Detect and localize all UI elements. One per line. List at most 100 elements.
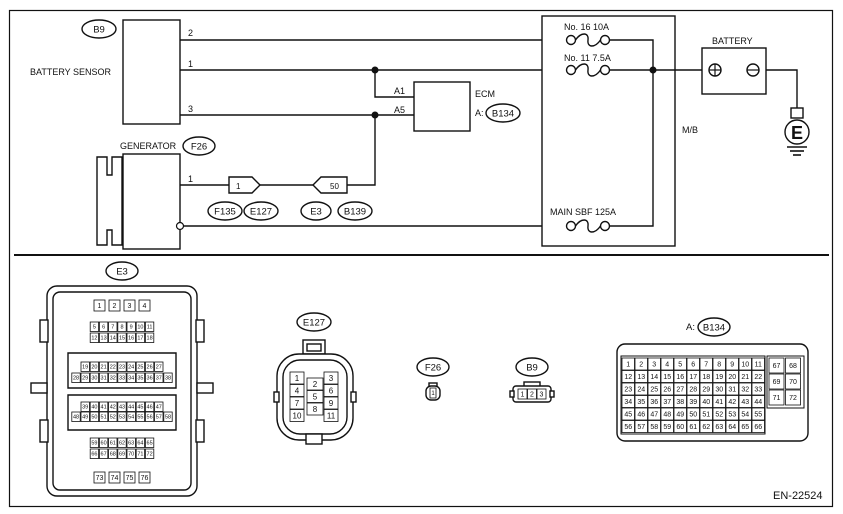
svg-text:63: 63 xyxy=(128,441,134,447)
svg-text:34: 34 xyxy=(624,399,632,406)
svg-text:27: 27 xyxy=(676,387,684,394)
e3-pin: 37 xyxy=(154,372,164,383)
b134-view-callout[interactable] xyxy=(697,317,731,337)
svg-text:19: 19 xyxy=(715,374,723,381)
e3-pin: 28 xyxy=(71,372,81,383)
b134-pin: 51 xyxy=(699,407,713,421)
fuse-no11-label: No. 11 7.5A xyxy=(564,53,611,63)
e127-view-callout[interactable] xyxy=(296,312,332,332)
svg-text:61: 61 xyxy=(110,441,116,447)
fuse-no16: No. 16 10A xyxy=(564,22,611,47)
e3-pin: 12 xyxy=(89,332,99,343)
b9-callout-text: B9 xyxy=(93,25,105,36)
e3-pin: 65 xyxy=(144,437,155,448)
b134-pin: 63 xyxy=(712,420,726,433)
svg-text:6: 6 xyxy=(691,362,695,369)
svg-text:66: 66 xyxy=(91,452,97,458)
svg-text:31: 31 xyxy=(728,387,736,394)
b139-callout[interactable] xyxy=(337,201,373,221)
e127-callout[interactable] xyxy=(243,201,279,221)
e3-pin: 75 xyxy=(123,471,136,484)
svg-text:57: 57 xyxy=(637,424,645,431)
svg-text:41: 41 xyxy=(715,399,723,406)
svg-text:12: 12 xyxy=(624,374,632,381)
fuse-main-sbf-label: MAIN SBF 125A xyxy=(550,207,616,217)
e3-pin: 49 xyxy=(80,411,90,422)
b134-pin: 34 xyxy=(621,395,635,408)
svg-text:50: 50 xyxy=(91,415,97,421)
b134-pin: 18 xyxy=(699,370,713,383)
e3-pin: 14 xyxy=(108,332,118,343)
e3-pin: 61 xyxy=(108,437,118,448)
e3-pin: 4 xyxy=(138,299,151,312)
b134-pin: 28 xyxy=(686,382,700,396)
f26-view-callout[interactable] xyxy=(416,357,450,377)
svg-text:67: 67 xyxy=(101,452,107,458)
b134-pin: 32 xyxy=(738,382,752,396)
e127-pin: 11 xyxy=(323,409,339,422)
svg-text:19: 19 xyxy=(82,365,88,371)
svg-text:29: 29 xyxy=(82,376,88,382)
battery-label: BATTERY xyxy=(712,36,753,46)
svg-text:14: 14 xyxy=(110,336,116,342)
f26-callout[interactable] xyxy=(182,136,216,156)
inline-pin-1: 1 xyxy=(236,182,241,191)
svg-text:67: 67 xyxy=(773,363,781,370)
f135-callout-text: F135 xyxy=(214,207,236,218)
svg-text:18: 18 xyxy=(702,374,710,381)
svg-text:70: 70 xyxy=(128,452,134,458)
svg-text:32: 32 xyxy=(110,376,116,382)
svg-text:1: 1 xyxy=(98,303,102,310)
svg-text:39: 39 xyxy=(82,405,88,411)
svg-text:3: 3 xyxy=(329,374,334,383)
b134-pin: 11 xyxy=(751,357,765,371)
svg-text:30: 30 xyxy=(715,387,723,394)
e3-pin: 20 xyxy=(89,361,99,372)
b134-pin: 21 xyxy=(738,370,752,383)
e3-pin: 18 xyxy=(144,332,155,343)
svg-text:21: 21 xyxy=(741,374,749,381)
svg-text:12: 12 xyxy=(91,336,97,342)
svg-text:68: 68 xyxy=(789,363,797,370)
bs-pin-1: 1 xyxy=(188,59,193,69)
svg-text:64: 64 xyxy=(137,441,143,447)
b134-pin: 72 xyxy=(785,389,801,406)
svg-text:58: 58 xyxy=(650,424,658,431)
svg-text:54: 54 xyxy=(128,415,134,421)
e3-view-callout[interactable] xyxy=(105,261,139,281)
f135-callout[interactable] xyxy=(207,201,243,221)
svg-text:60: 60 xyxy=(676,424,684,431)
svg-text:2: 2 xyxy=(113,303,117,310)
e3-pin: 67 xyxy=(99,448,109,459)
b134-pin: 45 xyxy=(621,407,635,421)
b134-callout[interactable] xyxy=(485,103,521,123)
b134-pin: 43 xyxy=(738,395,752,408)
b134-pin: 60 xyxy=(673,420,687,433)
e3-pin: 16 xyxy=(126,332,136,343)
svg-text:23: 23 xyxy=(119,365,125,371)
svg-text:3: 3 xyxy=(128,303,132,310)
e3-pin: 29 xyxy=(80,372,90,383)
b134-pin: 8 xyxy=(712,357,726,371)
svg-text:4: 4 xyxy=(295,386,300,395)
svg-text:30: 30 xyxy=(91,376,97,382)
svg-text:48: 48 xyxy=(73,415,79,421)
e3-pin: 68 xyxy=(108,448,118,459)
b134-pin: 62 xyxy=(699,420,713,433)
e127-pin: 5 xyxy=(306,390,324,403)
wire-ecm-a5-down xyxy=(347,115,376,186)
svg-text:2: 2 xyxy=(639,362,643,369)
svg-text:E: E xyxy=(791,123,803,143)
b134-pin: 31 xyxy=(725,382,739,396)
b9-view-callout[interactable] xyxy=(515,357,549,377)
b9-callout[interactable] xyxy=(81,19,117,39)
e3-pin: 15 xyxy=(117,332,127,343)
svg-text:52: 52 xyxy=(715,412,723,419)
svg-text:1: 1 xyxy=(626,362,630,369)
e3-callout[interactable] xyxy=(300,201,332,221)
svg-text:17: 17 xyxy=(689,374,697,381)
e3-pin: 24 xyxy=(126,361,136,372)
svg-text:71: 71 xyxy=(773,395,781,402)
svg-text:20: 20 xyxy=(728,374,736,381)
svg-text:44: 44 xyxy=(754,399,762,406)
